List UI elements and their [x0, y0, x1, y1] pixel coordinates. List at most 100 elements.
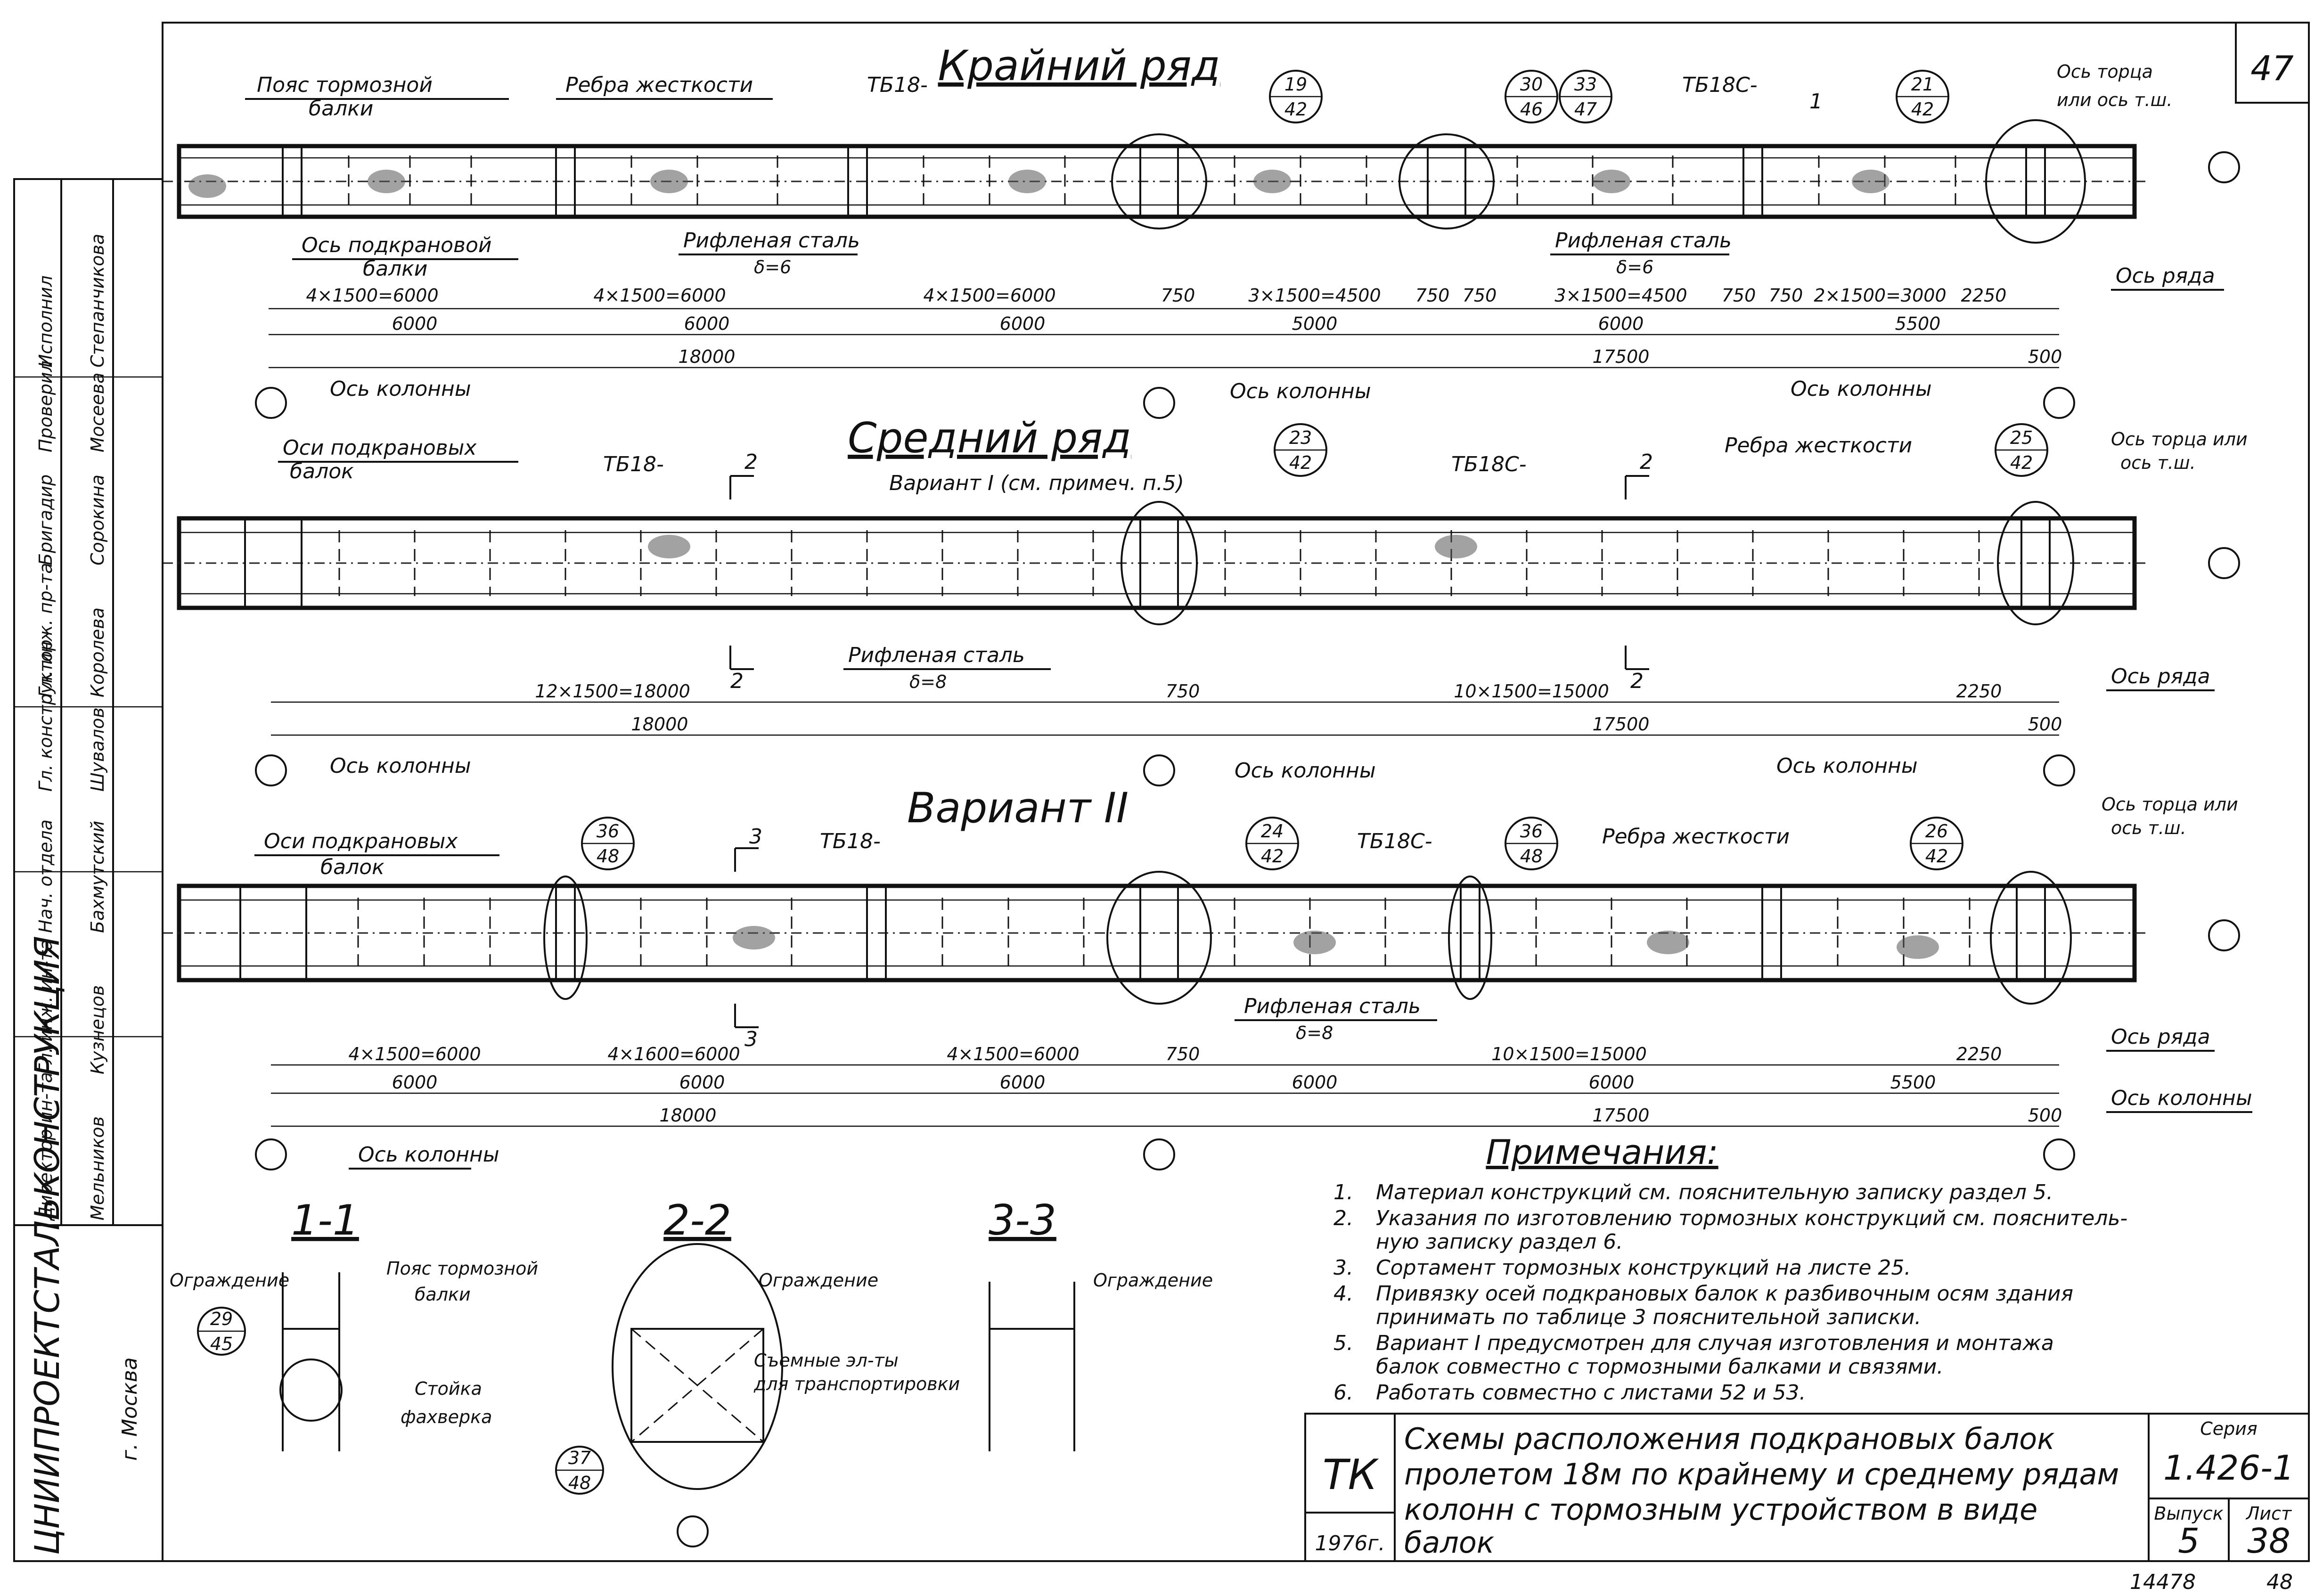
row-outer: Крайний ряд [163, 41, 2240, 419]
label-mid2-steel-t: δ=8 [1296, 1023, 1333, 1043]
callout-m2-3-top: 26 [1925, 821, 1948, 842]
dim-v2-2: 6000 [1000, 1072, 1046, 1093]
stamp-role-1: Гл. инж. ин-та [35, 940, 56, 1074]
sheet-label: Лист [2245, 1503, 2292, 1524]
note-6-n: 6. [1333, 1381, 1353, 1405]
label-steel-1-t: δ=6 [754, 257, 791, 278]
dim-v2-4: 6000 [1589, 1072, 1635, 1093]
side-stamp: ЦНИИПРОЕКТСТАЛЬКОНСТРУКЦИЯ г. Москва Дир… [13, 178, 164, 1562]
section-1-label-1: Пояс тормозной [386, 1258, 538, 1279]
footer-number: 14478 [2130, 1570, 2196, 1594]
dim-v2-3: 6000 [1292, 1072, 1338, 1093]
note-2-line-1: ную записку раздел 6. [1376, 1230, 1623, 1254]
dims-outer-2: 6000 6000 6000 5000 6000 5500 [392, 313, 1941, 334]
dim-o2-3: 5000 [1292, 313, 1338, 334]
label-mid1-end: Ось торца или [2111, 429, 2248, 450]
dim-o1-7: 3×1500=4500 [1554, 285, 1687, 306]
title-line-2: колонн с тормозным устройством в виде [1404, 1492, 2037, 1527]
note-2-n: 2. [1333, 1206, 1353, 1230]
dim-v3-1: 17500 [1593, 1105, 1650, 1126]
dim-o1-5: 750 [1415, 285, 1450, 306]
label-row-axis: Ось ряда [2116, 264, 2215, 288]
label-mid1-ribs: Ребра жесткости [1725, 434, 1912, 458]
issue-value: 5 [2178, 1521, 2200, 1561]
cut-mark-2-top-b: 2 [1640, 450, 1653, 474]
dim-o1-8: 750 [1722, 285, 1756, 306]
stamp-name-7: Степанчикова [87, 234, 108, 368]
dim-o2-4: 6000 [1598, 313, 1644, 334]
label-mid1-tb18: ТБ18- [603, 452, 664, 476]
label-col-1: Ось колонны [330, 377, 471, 401]
notes-title: Примечания: [1486, 1132, 1718, 1172]
notes: Примечания: 1. Материал конструкций см. … [1333, 1132, 2127, 1405]
cut-mark-1: 1 [1809, 90, 1823, 114]
note-4-line-1: принимать по таблице 3 пояснительной зап… [1376, 1305, 1921, 1329]
dim-v3-2: 500 [2028, 1105, 2062, 1126]
section-1-callout-top: 29 [210, 1309, 233, 1329]
stamp-name-4: Королева [87, 607, 108, 697]
note-5-n: 5. [1333, 1331, 1353, 1355]
title-line-1: пролетом 18м по крайнему и среднему ряда… [1404, 1457, 2119, 1491]
label-mid1-tb18c: ТБ18С- [1451, 452, 1527, 476]
callout-m1-0-bottom: 42 [1289, 452, 1312, 473]
row-mid2-title: Вариант II [907, 784, 1129, 832]
dim-o1-1: 4×1500=6000 [593, 285, 726, 306]
stamp-role-4: Гл. инж. пр-та [35, 563, 56, 697]
dim-m2-1: 17500 [1593, 714, 1650, 735]
label-steel-1: Рифленая сталь [683, 229, 860, 253]
stamp-org: ЦНИИПРОЕКТСТАЛЬКОНСТРУКЦИЯ [27, 936, 67, 1555]
stamp-name-5: Сорокина [87, 475, 108, 565]
note-4-line-0: Привязку осей подкрановых балок к разбив… [1376, 1282, 2073, 1306]
dim-v1-1: 4×1600=6000 [607, 1044, 740, 1064]
sheet-value: 38 [2247, 1521, 2290, 1561]
label-ribs: Ребра жесткости [565, 73, 753, 97]
stamp-role-7: Исполнил [35, 275, 56, 368]
callout-o0-bottom: 42 [1284, 99, 1307, 120]
dim-o3-0: 18000 [679, 346, 736, 367]
note-5-line-0: Вариант I предусмотрен для случая изгото… [1376, 1331, 2054, 1355]
callout-m2-3-bottom: 42 [1925, 846, 1948, 867]
stamp-role-5: Бригадир [35, 475, 56, 565]
stamp-role-3: Гл. конструктор [35, 639, 56, 792]
cut-mark-2-bottom: 2 [730, 669, 744, 693]
dim-m1-0: 12×1500=18000 [535, 681, 690, 702]
stamp-name-2: Бахмутский [87, 821, 108, 933]
dim-o2-2: 6000 [1000, 313, 1046, 334]
label-mid2-axes-2: балок [320, 855, 384, 879]
cut-mark-2-bottom-b: 2 [1630, 669, 1644, 693]
stamp-name-0: Мельников [87, 1116, 108, 1220]
label-crane-axes: Оси подкрановых [283, 436, 477, 460]
dim-v1-3: 750 [1166, 1044, 1200, 1064]
row-mid1-subtitle: Вариант I (см. примеч. п.5) [889, 471, 1184, 495]
label-mid2-col-axis: Ось колонны [2111, 1086, 2252, 1110]
stamp-role-0: Директор ин-та [35, 1072, 56, 1221]
dim-o1-11: 2250 [1961, 285, 2007, 306]
dim-v1-0: 4×1500=6000 [348, 1044, 481, 1064]
label-mid1-col-2: Ось колонны [1235, 759, 1376, 783]
dim-o1-4: 3×1500=4500 [1248, 285, 1381, 306]
row-middle-variant-1: Средний ряд Вариант I (см. примеч. п.5) [163, 414, 2248, 786]
callout-o1-top: 30 [1520, 74, 1543, 95]
footer-page: 48 [2266, 1570, 2293, 1594]
dim-v1-2: 4×1500=6000 [947, 1044, 1079, 1064]
section-2-label-0: Ограждение [759, 1270, 878, 1291]
stamp-city: г. Москва [118, 1357, 142, 1461]
dims-outer-3: 18000 17500 500 [679, 346, 2062, 367]
callout-m2-0-bottom: 48 [597, 846, 619, 867]
row-mid1-title: Средний ряд [848, 414, 1131, 462]
label-crane-axes-2: балок [290, 459, 354, 483]
callouts-mid1: 23 42 25 42 [1274, 423, 2048, 477]
label-col-2: Ось колонны [1230, 379, 1371, 403]
label-steel-2-t: δ=6 [1616, 257, 1653, 278]
callout-m2-2-top: 36 [1520, 821, 1543, 842]
note-2-line-0: Указания по изготовлению тормозных конст… [1376, 1206, 2127, 1230]
section-1-callout-bottom: 45 [210, 1334, 233, 1354]
callouts-mid2: 36 48 24 42 36 48 26 42 [581, 817, 1963, 870]
cut-mark-2-top: 2 [744, 450, 758, 474]
label-mid2-steel: Рифленая сталь [1244, 994, 1421, 1018]
note-6-line-0: Работать совместно с листами 52 и 53. [1376, 1381, 1806, 1405]
callout-m1-0-top: 23 [1289, 427, 1312, 448]
callout-o2-bottom: 47 [1574, 99, 1597, 120]
label-tb18c: ТБ18С- [1682, 73, 1758, 97]
section-1-title: 1-1 [291, 1196, 359, 1244]
